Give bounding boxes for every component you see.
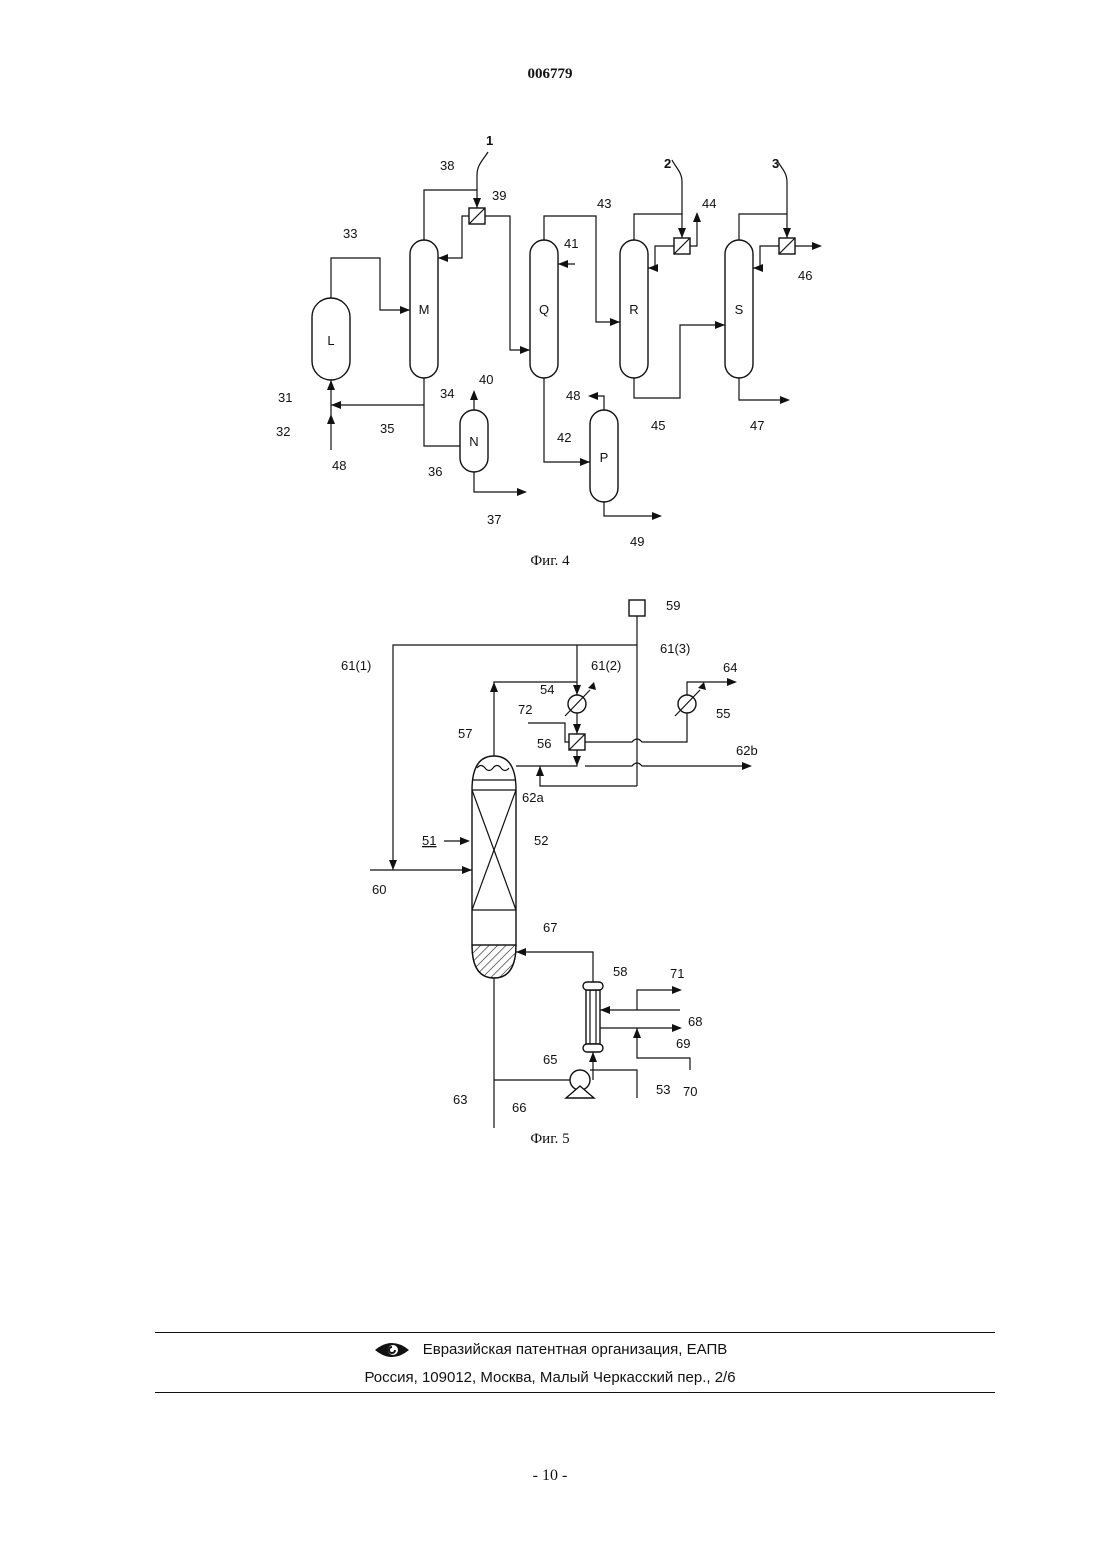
fig5-piping xyxy=(370,616,750,1128)
figure-4-flow-diagram: L M N Q P R S 1 2 3 31 32 33 34 35 36 37… xyxy=(0,120,1100,580)
stream-label: 46 xyxy=(798,268,812,283)
stream-label: 42 xyxy=(557,430,571,445)
fig5-label: 69 xyxy=(676,1036,690,1051)
stream-label: 36 xyxy=(428,464,442,479)
unit-label-s: S xyxy=(735,302,744,317)
unit-label-n: N xyxy=(469,434,478,449)
stream-label: 37 xyxy=(487,512,501,527)
footer-organization: Евразийская патентная организация, ЕАПВ xyxy=(0,1340,1100,1360)
fig5-label: 66 xyxy=(512,1100,526,1115)
exchanger-44 xyxy=(674,238,690,254)
fig5-label: 56 xyxy=(537,736,551,751)
fig5-label: 61(1) xyxy=(341,658,371,673)
fig5-label: 61(3) xyxy=(660,641,690,656)
exchanger-39 xyxy=(469,208,485,224)
unit-label-q: Q xyxy=(539,302,549,317)
fig5-label: 51 xyxy=(422,833,436,848)
fig5-label: 68 xyxy=(688,1014,702,1029)
footer-bottom-rule xyxy=(155,1392,995,1393)
fig5-label: 60 xyxy=(372,882,386,897)
figure-4-caption: Фиг. 4 xyxy=(530,553,570,569)
page-number: - 10 - xyxy=(0,1467,1100,1485)
fig5-label: 54 xyxy=(540,682,554,697)
stream-label: 35 xyxy=(380,421,394,436)
separator-56 xyxy=(569,734,585,750)
unit-label-m: M xyxy=(419,302,430,317)
fig5-label: 52 xyxy=(534,833,548,848)
controller-59 xyxy=(629,600,645,616)
fig5-label: 62b xyxy=(736,743,758,758)
reboiler-58 xyxy=(583,982,603,1052)
stream-label: 45 xyxy=(651,418,665,433)
fig5-label: 71 xyxy=(670,966,684,981)
fig5-label: 59 xyxy=(666,598,680,613)
stream-label: 33 xyxy=(343,226,357,241)
stream-label: 31 xyxy=(278,390,292,405)
stream-label: 38 xyxy=(440,158,454,173)
fig5-label: 62a xyxy=(522,790,544,805)
fig5-label: 58 xyxy=(613,964,627,979)
fig5-label: 65 xyxy=(543,1052,557,1067)
unit-label-r: R xyxy=(629,302,638,317)
stream-label: 49 xyxy=(630,534,644,549)
stream-label: 44 xyxy=(702,196,716,211)
stream-label: 47 xyxy=(750,418,764,433)
eapo-logo-icon xyxy=(373,1340,411,1360)
fig5-label: 63 xyxy=(453,1092,467,1107)
stream-label: 39 xyxy=(492,188,506,203)
unit-label-p: P xyxy=(600,450,609,465)
fig5-label: 53 xyxy=(656,1082,670,1097)
footer-address: Россия, 109012, Москва, Малый Черкасский… xyxy=(0,1369,1100,1386)
stream-label: 3 xyxy=(772,156,779,171)
reactor-vessel-51 xyxy=(472,756,516,978)
fig5-label: 55 xyxy=(716,706,730,721)
footer-top-rule xyxy=(155,1332,995,1333)
pump-65 xyxy=(566,1070,594,1098)
fig5-label: 57 xyxy=(458,726,472,741)
patent-number: 006779 xyxy=(0,66,1100,83)
figure-5-reactor-diagram: 51 52 53 54 55 56 57 58 59 60 61(1) 61(2… xyxy=(0,590,1100,1150)
fig5-label: 70 xyxy=(683,1084,697,1099)
fig5-label: 61(2) xyxy=(591,658,621,673)
figure-5-caption: Фиг. 5 xyxy=(530,1131,569,1147)
stream-label: 48 xyxy=(332,458,346,473)
exchanger-46 xyxy=(779,238,795,254)
fig5-label: 72 xyxy=(518,702,532,717)
fig5-label: 67 xyxy=(543,920,557,935)
stream-label: 32 xyxy=(276,424,290,439)
stream-label: 43 xyxy=(597,196,611,211)
fig5-label: 64 xyxy=(723,660,737,675)
unit-label-l: L xyxy=(327,333,334,348)
stream-label: 40 xyxy=(479,372,493,387)
stream-label: 2 xyxy=(664,156,671,171)
stream-label: 1 xyxy=(486,133,493,148)
stream-label: 48 xyxy=(566,388,580,403)
stream-label: 34 xyxy=(440,386,454,401)
footer-org-text: Евразийская патентная организация, ЕАПВ xyxy=(423,1341,728,1358)
stream-label: 41 xyxy=(564,236,578,251)
